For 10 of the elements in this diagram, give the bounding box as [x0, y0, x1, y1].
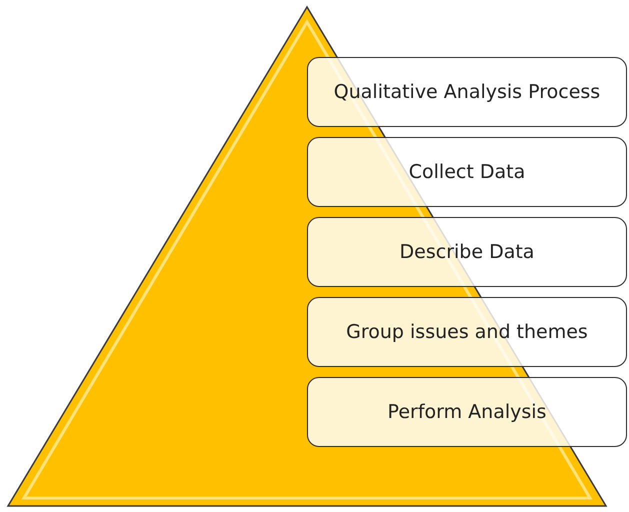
process-box — [307, 217, 627, 287]
step-text: Qualitative Analysis Process — [332, 80, 602, 104]
step-text: Perform Analysis — [386, 400, 548, 424]
process-box — [307, 57, 627, 127]
step-text: Group issues and themes — [345, 320, 589, 344]
process-box — [307, 377, 627, 447]
process-box — [307, 297, 627, 367]
step-text: Describe Data — [398, 240, 536, 264]
step-text: Collect Data — [408, 160, 526, 184]
process-box — [307, 137, 627, 207]
